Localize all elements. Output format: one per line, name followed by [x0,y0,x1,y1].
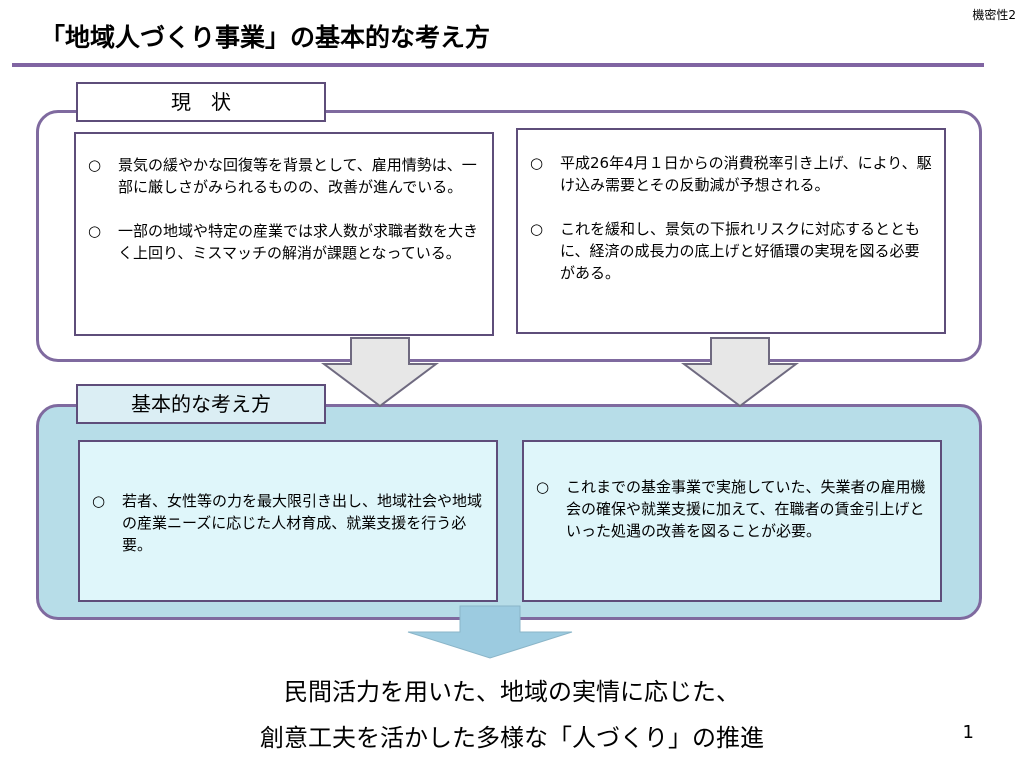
basic-approach-left-card: ○ 若者、女性等の力を最大限引き出し、地域社会や地域の産業ニーズに応じた人材育成、… [78,440,498,602]
item-text: これを緩和し、景気の下振れリスクに対応するとともに、経済の成長力の底上げと好循環… [560,220,921,282]
item-text: 一部の地域や特定の産業では求人数が求職者数を大きく上回り、ミスマッチの解消が課題… [118,222,479,262]
list-item: ○ 若者、女性等の力を最大限引き出し、地域社会や地域の産業ニーズに応じた人材育成、… [92,490,484,556]
list-item: ○ これを緩和し、景気の下振れリスクに対応するとともに、経済の成長力の底上げと好循… [530,218,932,284]
list-item: ○ 景気の緩やかな回復等を背景として、雇用情勢は、一部に厳しさがみられるものの、改… [88,154,480,198]
down-arrow-conclusion-icon [407,605,573,659]
bullet-icon: ○ [536,478,550,496]
bullet-icon: ○ [92,492,106,510]
item-text: 若者、女性等の力を最大限引き出し、地域社会や地域の産業ニーズに応じた人材育成、就… [122,492,483,554]
item-text: 景気の緩やかな回復等を背景として、雇用情勢は、一部に厳しさがみられるものの、改善… [118,156,477,196]
current-situation-left-card: ○ 景気の緩やかな回復等を背景として、雇用情勢は、一部に厳しさがみられるものの、改… [74,132,494,336]
confidentiality-label: 機密性2 [972,8,1016,22]
down-arrow-left-icon [321,337,439,408]
list-item: ○ 一部の地域や特定の産業では求人数が求職者数を大きく上回り、ミスマッチの解消が課… [88,220,480,264]
bullet-icon: ○ [530,220,544,238]
list-item: ○ これまでの基金事業で実施していた、失業者の雇用機会の確保や就業支援に加えて、在… [536,476,928,542]
conclusion-line-2: 創意工夫を活かした多様な「人づくり」の推進 [260,724,764,752]
item-text: 平成26年4月１日からの消費税率引き上げ、により、駆け込み需要とその反動減が予想… [560,154,932,194]
conclusion-line-1: 民間活力を用いた、地域の実情に応じた、 [284,678,740,706]
current-situation-right-card: ○ 平成26年4月１日からの消費税率引き上げ、により、駆け込み需要とその反動減が予… [516,128,946,334]
slide-title: 「地域人づくり事業」の基本的な考え方 [40,23,491,52]
item-text: これまでの基金事業で実施していた、失業者の雇用機会の確保や就業支援に加えて、在職… [566,478,926,540]
basic-approach-label: 基本的な考え方 [76,384,326,424]
title-divider [12,63,984,67]
page-number: 1 [962,722,974,743]
bullet-icon: ○ [530,154,544,172]
basic-approach-right-card: ○ これまでの基金事業で実施していた、失業者の雇用機会の確保や就業支援に加えて、在… [522,440,942,602]
bullet-icon: ○ [88,222,102,240]
bullet-icon: ○ [88,156,102,174]
list-item: ○ 平成26年4月１日からの消費税率引き上げ、により、駆け込み需要とその反動減が予… [530,152,932,196]
down-arrow-right-icon [681,337,799,408]
current-situation-label: 現 状 [76,82,326,122]
